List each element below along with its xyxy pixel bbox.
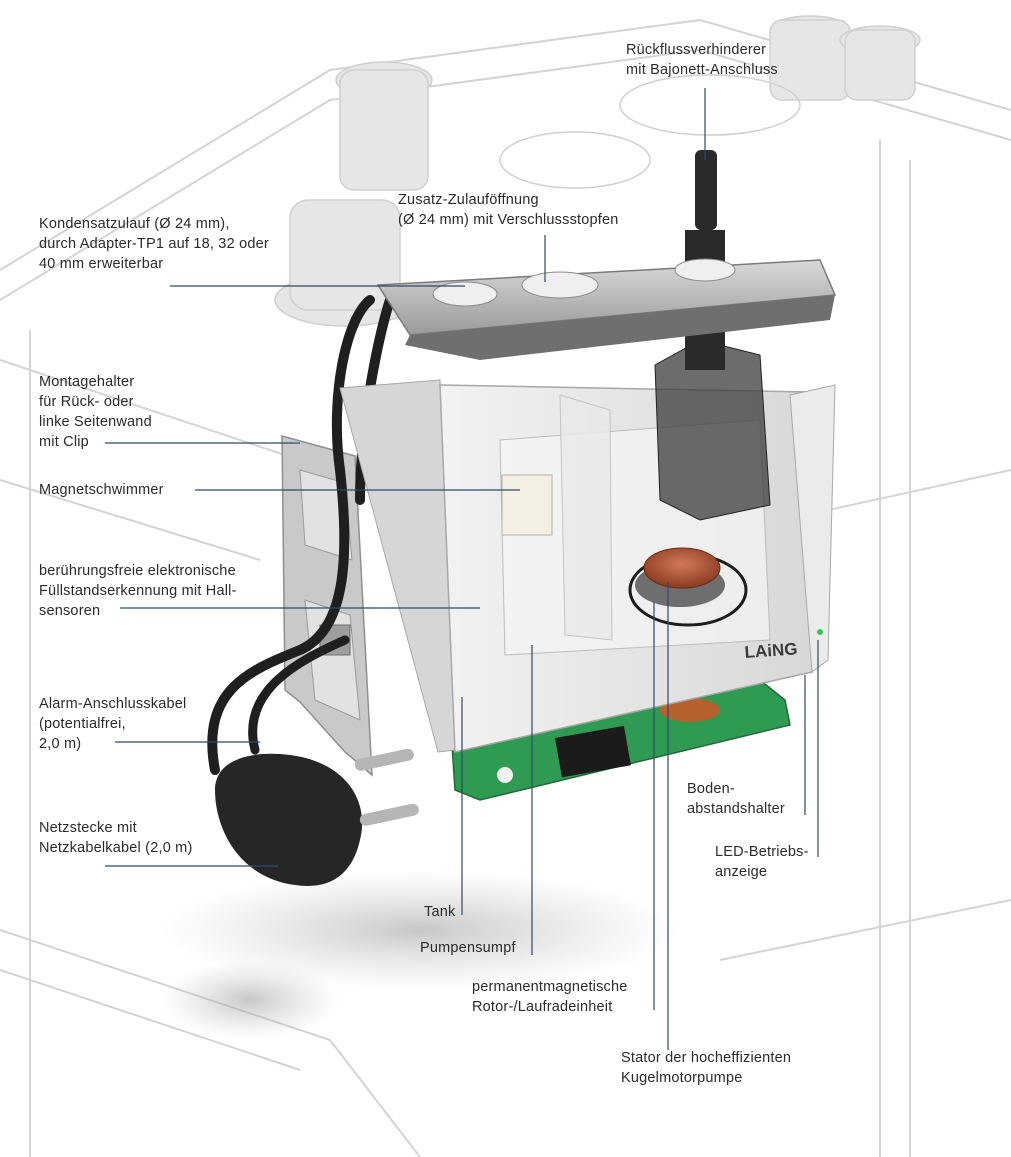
label-pumpensumpf: Pumpensumpf — [420, 940, 516, 956]
label-kondensatzulauf: Kondensatzulauf (Ø 24 mm), durch Adapter… — [39, 216, 269, 272]
label-stator: Stator der hocheffizienten Kugelmotorpum… — [621, 1050, 792, 1086]
power-plug — [215, 748, 419, 886]
label-alarm-anschlusskabel: Alarm-Anschlusskabel (potentialfrei, 2,0… — [39, 696, 187, 752]
label-zusatz-zulaufoeffnung: Zusatz-Zulauföffnung (Ø 24 mm) mit Versc… — [398, 192, 619, 228]
background-knobs — [274, 15, 921, 327]
label-rueckflussverhinderer: Rückflussverhinderer mit Bajonett-Anschl… — [626, 42, 778, 78]
label-led-betriebsanzeige: LED-Betriebs- anzeige — [715, 844, 809, 880]
lid — [376, 258, 837, 360]
label-magnetschwimmer: Magnetschwimmer — [39, 482, 164, 498]
led-indicator — [817, 629, 823, 635]
brand-logo: LAiNG — [744, 639, 798, 662]
label-bodenabstandshalter: Boden- abstandshalter — [687, 781, 785, 817]
label-montagehalter: Montagehalter für Rück- oder linke Seite… — [39, 374, 152, 450]
label-netzstecker: Netzstecke mit Netzkabelkabel (2,0 m) — [39, 820, 193, 856]
cables — [207, 295, 395, 775]
label-tank: Tank — [424, 904, 456, 920]
floor-shadow — [160, 960, 340, 1040]
floor-shadow — [160, 870, 680, 990]
leader-lines — [105, 88, 819, 1050]
label-fuellstandserkennung: berührungsfreie elektronische Füllstands… — [39, 563, 237, 619]
label-rotor-laufradeinheit: permanentmagnetische Rotor-/Laufradeinhe… — [472, 979, 628, 1015]
rotor-stator — [628, 547, 748, 627]
magnetic-float — [501, 474, 553, 536]
